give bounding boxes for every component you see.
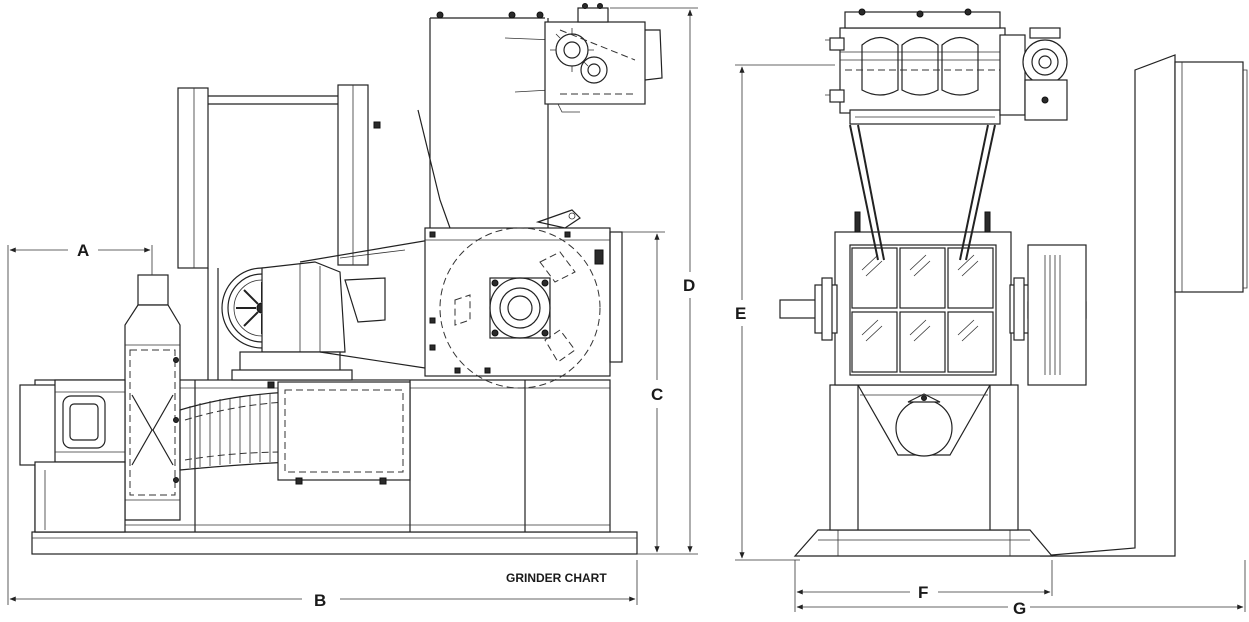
front-view <box>779 8 1248 557</box>
dim-label-a: A <box>77 241 89 260</box>
front-chamber <box>779 211 1087 386</box>
feed-roll-box <box>544 3 663 113</box>
belt-frame <box>177 84 381 380</box>
dim-label-g: G <box>1013 599 1026 617</box>
dimension-e: E <box>735 64 835 561</box>
dimension-c: C <box>622 231 665 555</box>
dimension-f: F <box>794 560 1053 612</box>
dim-label-e: E <box>735 304 746 323</box>
chart-title: GRINDER CHART <box>506 571 607 585</box>
cutting-chamber <box>424 209 623 389</box>
blower-assembly <box>124 274 181 521</box>
front-hopper <box>849 124 996 261</box>
dimension-g: G <box>796 560 1246 618</box>
back-panel <box>1039 54 1248 557</box>
flex-hose <box>179 391 291 471</box>
dimension-a: A <box>7 241 153 560</box>
dim-label-b: B <box>314 591 326 610</box>
dimension-d: D <box>610 7 698 555</box>
collection-box <box>267 381 411 485</box>
dim-label-c: C <box>651 385 663 404</box>
hopper <box>417 11 556 229</box>
dim-label-f: F <box>918 583 928 602</box>
front-base <box>793 529 1054 557</box>
drive-motor <box>221 261 386 381</box>
dim-label-d: D <box>683 276 695 295</box>
dimension-b: B <box>7 560 638 610</box>
side-view <box>19 3 663 555</box>
front-stand <box>829 384 1019 531</box>
screen-grid <box>851 247 994 373</box>
front-feed-unit <box>825 8 1068 125</box>
blower-motor <box>19 379 126 533</box>
